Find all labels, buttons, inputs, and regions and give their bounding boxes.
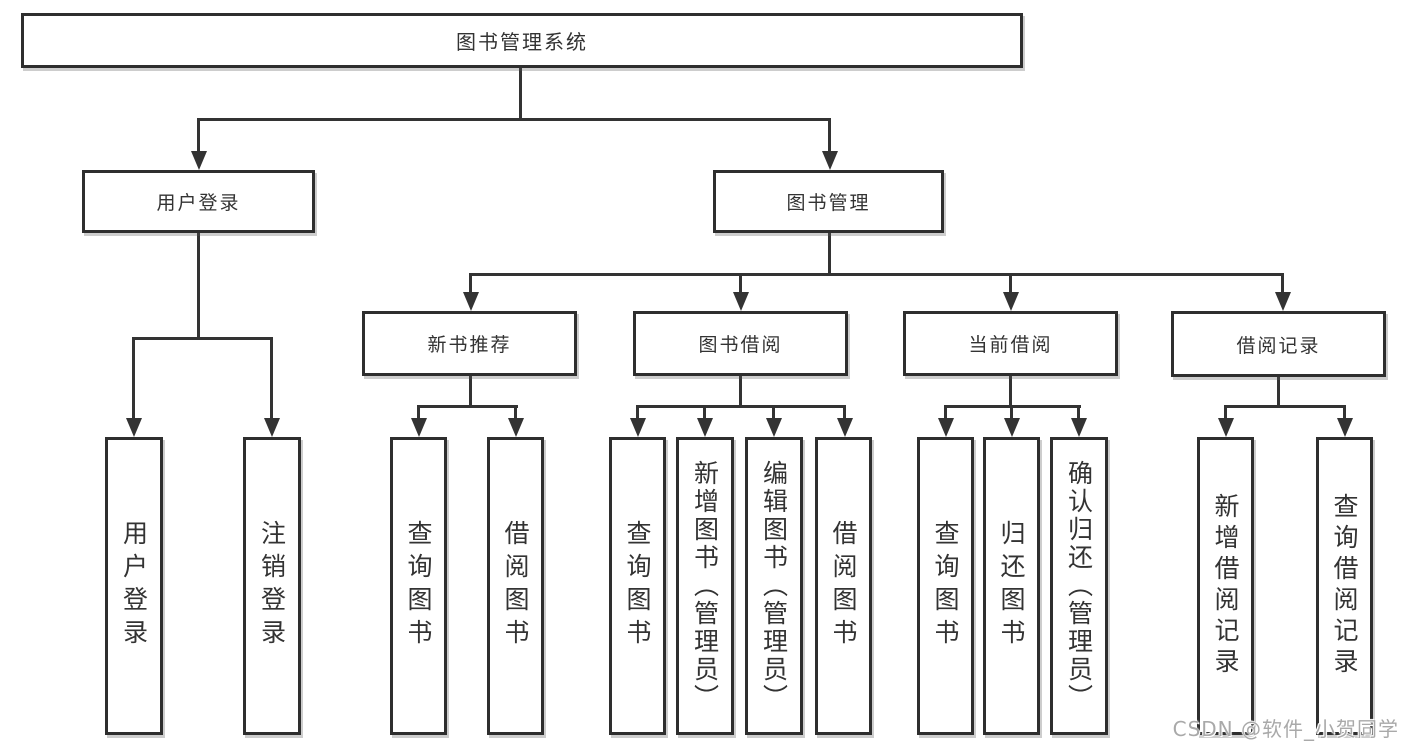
connector-line bbox=[828, 233, 831, 276]
connector-line bbox=[417, 405, 420, 421]
node-current-borrowing: 当前借阅 bbox=[903, 311, 1118, 376]
connector-line bbox=[636, 405, 846, 408]
leaf-query-borrow-record: 查询借阅记录 bbox=[1316, 437, 1373, 735]
connector-line bbox=[469, 273, 472, 297]
node-label: 查询图书 bbox=[623, 520, 652, 652]
arrowhead-down-icon bbox=[822, 151, 838, 170]
leaf-recommend-query-books: 查询图书 bbox=[390, 437, 447, 735]
node-label: 新书推荐 bbox=[427, 334, 512, 356]
connector-line bbox=[1009, 376, 1012, 407]
connector-line bbox=[469, 376, 472, 407]
connector-line bbox=[197, 233, 200, 340]
node-label: 查询借阅记录 bbox=[1330, 493, 1359, 679]
leaf-recommend-borrow-books: 借阅图书 bbox=[487, 437, 544, 735]
connector-line bbox=[1077, 405, 1080, 421]
arrowhead-down-icon bbox=[508, 418, 524, 437]
arrowhead-down-icon bbox=[697, 418, 713, 437]
node-label: 编辑图书（管理员） bbox=[759, 460, 789, 712]
arrowhead-down-icon bbox=[766, 418, 782, 437]
arrowhead-down-icon bbox=[191, 151, 207, 170]
node-book-management-branch: 图书管理 bbox=[713, 170, 944, 233]
arrowhead-down-icon bbox=[463, 292, 479, 311]
arrowhead-down-icon bbox=[938, 418, 954, 437]
node-label: 确认归还（管理员） bbox=[1064, 460, 1094, 712]
node-label: 用户登录 bbox=[156, 192, 241, 214]
arrowhead-down-icon bbox=[126, 418, 142, 437]
connector-line bbox=[1010, 405, 1013, 421]
connector-line bbox=[132, 337, 135, 421]
connector-line bbox=[1224, 405, 1227, 421]
connector-line bbox=[270, 337, 273, 421]
node-label: 当前借阅 bbox=[968, 334, 1053, 356]
arrowhead-down-icon bbox=[733, 292, 749, 311]
connector-line bbox=[828, 118, 831, 154]
leaf-return-books: 归还图书 bbox=[983, 437, 1040, 735]
node-borrowing-records: 借阅记录 bbox=[1171, 311, 1386, 377]
leaf-confirm-return-admin: 确认归还（管理员） bbox=[1050, 437, 1108, 735]
node-label: 借阅图书 bbox=[829, 520, 858, 652]
leaf-add-books-admin: 新增图书（管理员） bbox=[676, 437, 734, 735]
node-label: 注销登录 bbox=[257, 520, 287, 652]
node-label: 新增借阅记录 bbox=[1211, 493, 1240, 679]
connector-line bbox=[417, 405, 518, 408]
node-label: 借阅记录 bbox=[1236, 334, 1321, 357]
arrowhead-down-icon bbox=[630, 418, 646, 437]
arrowhead-down-icon bbox=[411, 418, 427, 437]
arrowhead-down-icon bbox=[837, 418, 853, 437]
connector-line bbox=[1277, 376, 1280, 407]
node-book-borrowing: 图书借阅 bbox=[633, 311, 848, 376]
connector-line bbox=[197, 118, 200, 154]
connector-line bbox=[1224, 405, 1346, 408]
leaf-user-login: 用户登录 bbox=[105, 437, 163, 735]
arrowhead-down-icon bbox=[1071, 418, 1087, 437]
connector-line bbox=[772, 405, 775, 421]
connector-line bbox=[514, 405, 517, 421]
node-label: 新增图书（管理员） bbox=[690, 460, 720, 712]
arrowhead-down-icon bbox=[1003, 292, 1019, 311]
connector-line bbox=[132, 337, 273, 340]
node-label: 用户登录 bbox=[119, 520, 149, 652]
leaf-logout: 注销登录 bbox=[243, 437, 301, 735]
node-user-login-branch: 用户登录 bbox=[82, 170, 315, 233]
arrowhead-down-icon bbox=[1218, 418, 1234, 437]
node-label: 查询图书 bbox=[931, 520, 960, 652]
node-label: 查询图书 bbox=[404, 520, 433, 652]
connector-line bbox=[1343, 405, 1346, 421]
node-label: 归还图书 bbox=[997, 520, 1026, 652]
arrowhead-down-icon bbox=[1337, 418, 1353, 437]
connector-line bbox=[1281, 273, 1284, 297]
connector-line bbox=[1009, 273, 1012, 297]
leaf-borrowing-query-books: 查询图书 bbox=[609, 437, 666, 735]
arrowhead-down-icon bbox=[264, 418, 280, 437]
connector-line bbox=[703, 405, 706, 421]
connector-line bbox=[843, 405, 846, 421]
leaf-edit-books-admin: 编辑图书（管理员） bbox=[745, 437, 803, 735]
node-library-management-system: 图书管理系统 bbox=[21, 13, 1023, 68]
node-label: 图书管理系统 bbox=[456, 30, 588, 54]
node-label: 借阅图书 bbox=[501, 520, 530, 652]
node-label: 图书借阅 bbox=[698, 334, 783, 356]
connector-line bbox=[469, 273, 1284, 276]
leaf-add-borrow-record: 新增借阅记录 bbox=[1197, 437, 1254, 735]
arrowhead-down-icon bbox=[1275, 292, 1291, 311]
arrowhead-down-icon bbox=[1004, 418, 1020, 437]
leaf-borrow-books: 借阅图书 bbox=[815, 437, 872, 735]
connector-line bbox=[739, 376, 742, 407]
connector-line bbox=[739, 273, 742, 297]
node-label: 图书管理 bbox=[786, 192, 871, 214]
connector-line bbox=[197, 118, 831, 121]
connector-line bbox=[944, 405, 947, 421]
connector-line bbox=[636, 405, 639, 421]
connector-line bbox=[519, 68, 522, 120]
node-new-book-recommend: 新书推荐 bbox=[362, 311, 577, 376]
leaf-current-query-books: 查询图书 bbox=[917, 437, 974, 735]
csdn-watermark: CSDN @软件_小贺同学 bbox=[1172, 717, 1399, 741]
